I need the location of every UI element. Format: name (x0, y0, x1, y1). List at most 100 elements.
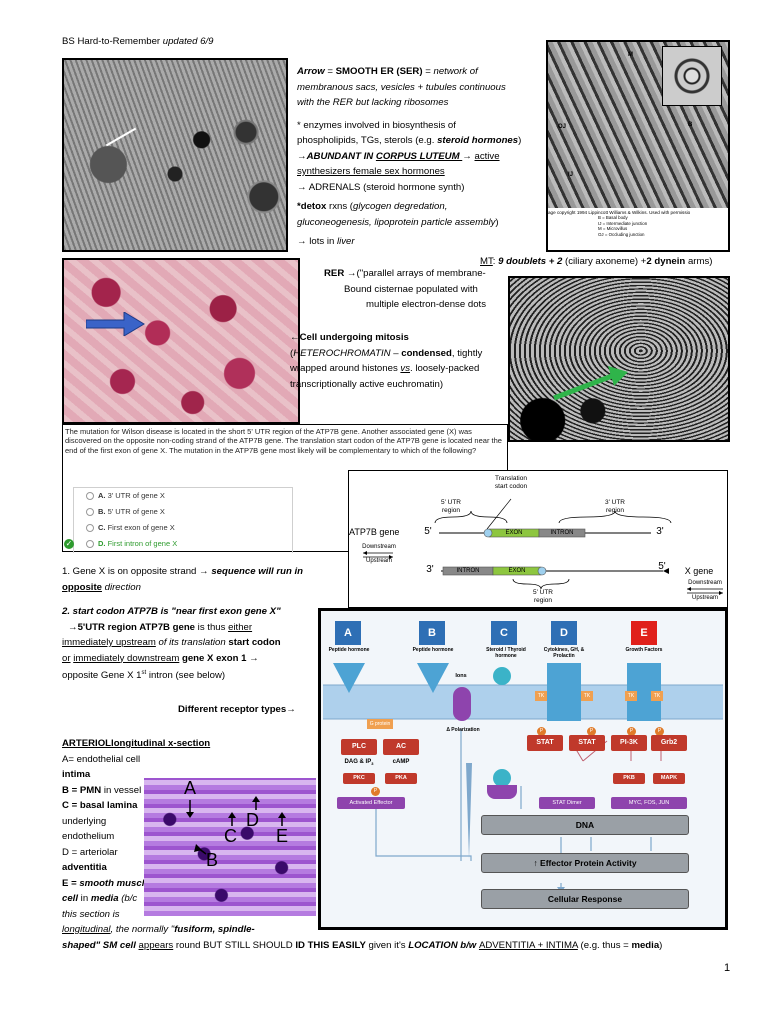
steroid-ligand-bottom (493, 769, 511, 787)
receptor-types-label: Different receptor types→ (178, 704, 296, 715)
note2-m: opposite Gene X 1 (62, 670, 142, 682)
arteriole-last-line: shaped" SM cell appears round BUT STILL … (62, 938, 662, 954)
gene-strands (363, 498, 723, 595)
p-circle-a: P (371, 787, 380, 796)
arteriole-this: this section is (62, 908, 120, 920)
p-circle-d2: P (587, 727, 596, 736)
utr5-label-2: region (441, 507, 461, 514)
radio-icon[interactable] (86, 524, 94, 533)
axoneme-inset (662, 46, 722, 106)
p-circle-e1: P (627, 727, 636, 736)
downstream-top: Downstream (362, 544, 396, 550)
cilia-caption-band: age copyright 1994 Lippincott Williams &… (548, 208, 728, 250)
note2-l: gene X exon 1 → (179, 652, 259, 664)
stat-dimer: STAT Dimer (539, 797, 595, 809)
arteriole-normally: , the normally " (110, 924, 175, 935)
mitosis-dash: – (390, 347, 402, 359)
receptor-a-label: A (335, 621, 361, 645)
arteriole-b: B = (62, 784, 80, 796)
option-a[interactable]: A. 3' UTR of gene X (74, 488, 292, 504)
pi3k-box: PI-3K (611, 735, 647, 751)
last-e: ID THIS EASILY (295, 940, 366, 951)
receptor-d-shape (547, 663, 581, 721)
five-prime-top: 5' (424, 526, 432, 537)
rer-arrow (553, 366, 628, 401)
rer-title: RER → (324, 268, 357, 279)
depol-label: Δ Polarization (446, 727, 480, 733)
option-text: First exon of gene X (105, 523, 175, 532)
pkc-box: PKC (343, 773, 375, 784)
note1-b: sequence will run in (211, 566, 304, 577)
arteriole-longitudinal: longitudinal (62, 924, 111, 935)
note2-f: immediately upstream (62, 637, 156, 648)
mitosis-loosely: . loosely-packed (410, 363, 480, 374)
receptor-b-ligand: Peptide hormone (412, 647, 454, 653)
receptor-b-shape (417, 663, 449, 693)
ion-channel (453, 687, 471, 721)
rer-text-block: RER →("parallel arrays of membrane- Boun… (324, 266, 524, 313)
option-c[interactable]: C. First exon of gene X (74, 520, 292, 536)
stat-box-2: STAT (569, 735, 605, 751)
cilia-label-b: B (688, 122, 693, 128)
ser-enzymes: * enzymes involved in biosynthesis of (297, 119, 456, 131)
arteriole-longitudinal-line: longitudinal, the normally "fusiform, sp… (62, 922, 255, 938)
header-updated: updated 6/9 (162, 36, 214, 47)
note1-c: opposite (62, 581, 102, 593)
arteriole-fusiform: fusiform, spindle- (174, 924, 255, 935)
ser-close: ) (495, 216, 499, 228)
dag-sub: 3 (371, 761, 374, 767)
three-prime-bottom: 3' (426, 564, 434, 575)
radio-icon[interactable] (86, 540, 94, 549)
arteriole-bc: (b/c (118, 893, 138, 904)
plc-box: PLC (341, 739, 377, 755)
ser-active: active (474, 150, 500, 162)
radio-icon[interactable] (86, 492, 94, 501)
option-d[interactable]: ✓D. First intron of gene X (64, 536, 292, 552)
ser-synth: synthesizers female sex hormones (297, 166, 445, 177)
arteriole-c: C = basal lamina (62, 800, 138, 811)
option-letter: D. (98, 539, 106, 548)
tk-e2: TK (651, 691, 663, 701)
ser-text-block: Arrow = SMOOTH ER (SER) = network of mem… (297, 64, 537, 250)
option-letter: B. (98, 507, 106, 516)
tk-d1: TK (535, 691, 547, 701)
mitosis-arrow (86, 312, 145, 336)
last-j: media (631, 940, 660, 951)
p-circle-d1: P (537, 727, 546, 736)
five-prime-bottom: 5' (658, 561, 666, 572)
option-b[interactable]: B. 5' UTR of gene X (74, 504, 292, 520)
tk-e1: TK (625, 691, 637, 701)
note2-b: → (68, 621, 78, 633)
rer-def2: Bound cisternae populated with (344, 283, 478, 295)
note2-e: either (228, 621, 253, 633)
page-number: 1 (724, 962, 731, 974)
receptor-c-ligand: Steroid / Thyroid hormone (486, 647, 526, 659)
tk-d2: TK (581, 691, 593, 701)
note2-c: 5'UTR region ATP7B gene (77, 621, 196, 633)
cilia-label-ij: IJ (568, 172, 574, 178)
ser-glycogen: glycogen degredation, (352, 201, 448, 212)
label-a: A (184, 778, 197, 798)
mt-dynein: 2 dynein (646, 256, 686, 267)
mitosis-micrograph (62, 258, 300, 424)
last-f: given it's (365, 940, 409, 951)
receptor-e-label: E (631, 621, 657, 645)
ser-arrow2: → (462, 150, 475, 162)
intron-top: INTRON (550, 530, 574, 536)
ser-gluco: gluconeogenesis, lipoprotein particle as… (297, 216, 496, 228)
option-letter: C. (98, 523, 106, 532)
mt-line: MT: 9 doublets + 2 (ciliary axoneme) +2 … (480, 254, 712, 270)
upstream-top: Upstream (365, 558, 392, 564)
steroid-ligand-top (493, 667, 511, 685)
rer-def1: ("parallel arrays of membrane- (356, 268, 486, 279)
question-text: The mutation for Wilson disease is locat… (65, 427, 502, 455)
radio-icon[interactable] (86, 508, 94, 517)
header-title: BS Hard-to-Remember (62, 36, 163, 47)
ser-liver: liver (337, 236, 355, 247)
activated-effector: Activated Effector (337, 797, 405, 809)
cellular-response-box: Cellular Response (481, 889, 689, 909)
arteriole-intima: intima (62, 769, 91, 780)
ions-label: Ions (455, 673, 467, 679)
arteriole-text: ARTERIOLlongitudinal x-section A= endoth… (62, 736, 210, 922)
option-letter: A. (98, 491, 106, 500)
